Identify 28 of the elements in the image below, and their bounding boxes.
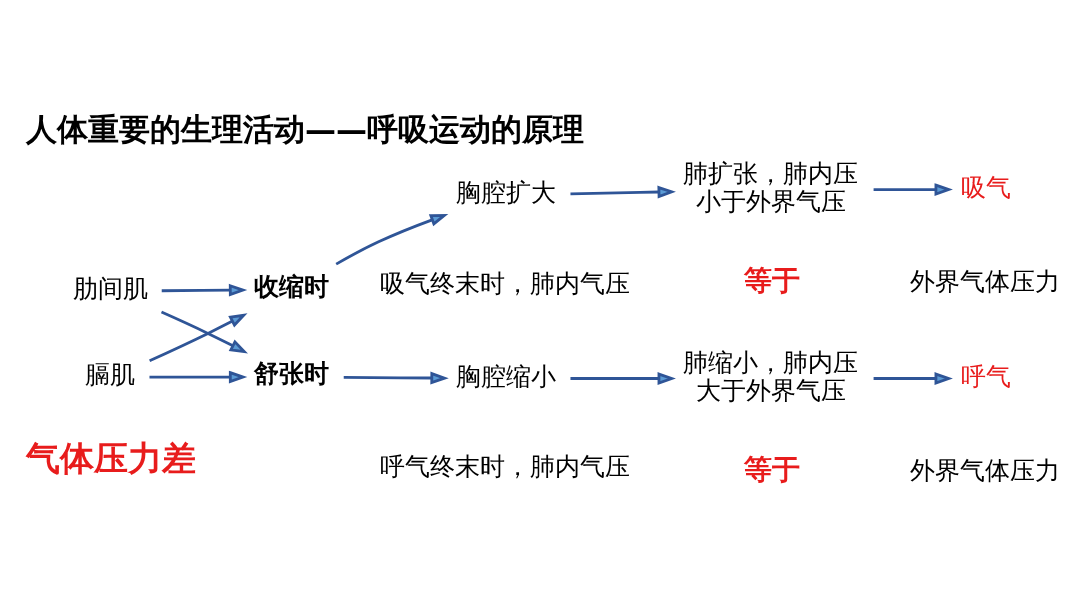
label: 等于: [743, 263, 800, 297]
label: 吸气终末时，肺内气压: [379, 267, 630, 298]
arrow: [335, 213, 449, 265]
arrow: [160, 310, 248, 354]
arrow: [570, 185, 676, 198]
node-text: 吸气: [960, 171, 1011, 202]
label: 外界气体压力: [910, 454, 1061, 485]
node-text: 肺扩张，肺内压小于外界气压: [683, 157, 859, 216]
arrow: [343, 371, 449, 384]
arrow: [161, 283, 248, 297]
node-text: 收缩时: [254, 269, 330, 300]
node-text: 膈肌: [85, 358, 136, 389]
diagram-title: 人体重要的生理活动——呼吸运动的原理: [26, 110, 585, 147]
node-text: 舒张时: [254, 357, 330, 388]
label: 呼气终末时，肺内气压: [379, 450, 630, 481]
label: 等于: [743, 452, 800, 486]
arrow: [873, 182, 953, 196]
node-text: 肋间肌: [72, 272, 148, 303]
label: 外界气体压力: [910, 265, 1061, 296]
node-text: 胸腔扩大: [456, 176, 557, 207]
arrow: [149, 312, 248, 362]
arrow: [570, 371, 676, 385]
node-text: 肺缩小，肺内压大于外界气压: [683, 346, 859, 405]
arrow: [873, 371, 953, 385]
label: 气体压力差: [26, 438, 197, 478]
arrow: [149, 370, 248, 384]
node-text: 胸腔缩小: [456, 360, 557, 391]
node-text: 呼气: [960, 360, 1011, 391]
